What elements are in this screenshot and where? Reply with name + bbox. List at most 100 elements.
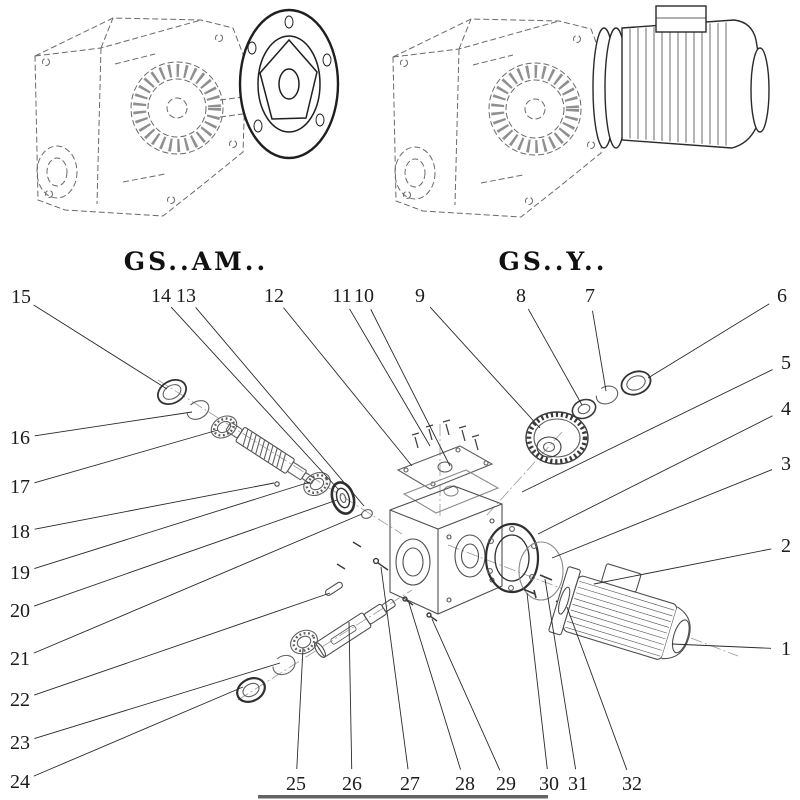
part-number-3: 3 <box>781 453 791 475</box>
motor-top-drawing <box>592 5 770 149</box>
o-ring <box>361 509 373 519</box>
part-number-24: 24 <box>10 771 30 793</box>
output-seal-ring <box>236 677 266 703</box>
output-circlip <box>272 654 296 676</box>
leader-line-7 <box>592 310 607 392</box>
gearbox-housing <box>389 485 503 615</box>
gear-washer <box>571 398 597 420</box>
small-screws <box>336 541 438 622</box>
part-number-27: 27 <box>400 773 420 795</box>
part-number-12: 12 <box>264 285 284 307</box>
leader-line-14 <box>170 306 339 490</box>
part-number-18: 18 <box>10 521 30 543</box>
part-number-7: 7 <box>585 285 595 307</box>
leader-line-6 <box>647 303 770 379</box>
leader-line-28 <box>408 602 461 770</box>
part-number-16: 16 <box>10 427 30 449</box>
part-number-8: 8 <box>516 285 526 307</box>
output-gear <box>525 411 589 465</box>
shim-disc <box>330 481 356 515</box>
part-number-26: 26 <box>342 773 362 795</box>
part-number-25: 25 <box>286 773 306 795</box>
leader-line-11 <box>349 308 431 447</box>
flange-adapter-drawing <box>238 8 340 160</box>
leader-line-10 <box>370 309 451 467</box>
part-number-14: 14 <box>151 285 171 307</box>
part-number-13: 13 <box>176 285 196 307</box>
leader-line-2 <box>593 548 772 585</box>
leader-line-24 <box>33 686 244 777</box>
terminal-box <box>655 5 707 33</box>
leader-line-4 <box>537 415 773 535</box>
part-number-11: 11 <box>332 285 351 307</box>
leader-line-22 <box>34 592 331 696</box>
part-number-15: 15 <box>11 286 31 308</box>
output-flange-ring <box>484 522 540 594</box>
fan-cover <box>750 47 770 133</box>
leader-line-18 <box>34 482 275 530</box>
motor-fins <box>629 22 727 146</box>
leader-line-17 <box>34 429 219 484</box>
leader-line-26 <box>348 621 353 770</box>
leader-line-9 <box>429 306 541 429</box>
variant-label-y: GS..Y.. <box>499 247 608 276</box>
motor-terminal-box <box>601 563 642 593</box>
output-shaft <box>313 598 396 658</box>
input-bearing-2 <box>303 471 331 497</box>
part-number-32: 32 <box>622 773 642 795</box>
flange-gasket <box>518 541 564 601</box>
leader-line-1 <box>671 643 772 649</box>
leader-line-31 <box>544 578 577 770</box>
part-number-9: 9 <box>415 285 425 307</box>
part-number-6: 6 <box>777 285 787 307</box>
leader-line-21 <box>33 513 363 654</box>
leader-line-5 <box>521 369 773 493</box>
part-number-19: 19 <box>10 562 30 584</box>
part-number-30: 30 <box>539 773 559 795</box>
leader-line-13 <box>195 307 365 507</box>
input-seal-ring <box>156 378 188 406</box>
part-number-10: 10 <box>354 285 374 307</box>
leader-line-29 <box>431 618 501 771</box>
part-number-5: 5 <box>781 352 791 374</box>
leader-line-25 <box>296 647 304 770</box>
leader-line-16 <box>34 411 193 437</box>
leader-line-23 <box>34 662 281 740</box>
top-cover-plate <box>396 445 494 490</box>
part-number-28: 28 <box>455 773 475 795</box>
output-bearing <box>290 629 318 655</box>
part-number-2: 2 <box>781 535 791 557</box>
input-circlip <box>186 400 210 420</box>
top-seal-ring <box>620 370 652 396</box>
exploded-view-drawing <box>156 370 739 703</box>
bottom-edge-mark <box>258 795 548 799</box>
variant-label-am: GS..AM.. <box>124 247 268 276</box>
cover-bolts <box>411 419 480 451</box>
leader-line-27 <box>380 566 409 770</box>
cover-gasket <box>402 469 500 514</box>
part-number-20: 20 <box>10 600 30 622</box>
variant-am-drawing <box>35 8 340 216</box>
leader-line-30 <box>526 592 548 770</box>
worm-shaft <box>225 422 315 485</box>
part-number-31: 31 <box>568 773 588 795</box>
variant-y-drawing <box>393 5 770 217</box>
leader-line-3 <box>551 469 773 559</box>
leader-line-20 <box>34 499 338 607</box>
part-number-1: 1 <box>781 638 791 660</box>
part-number-22: 22 <box>10 689 30 711</box>
motor-exploded-drawing <box>548 563 691 660</box>
part-number-4: 4 <box>781 398 791 420</box>
leader-line-19 <box>34 481 311 569</box>
leader-line-8 <box>527 308 583 406</box>
part-number-21: 21 <box>10 648 30 670</box>
small-pin <box>274 481 280 487</box>
part-number-17: 17 <box>10 476 30 498</box>
leader-line-32 <box>566 606 628 771</box>
part-number-29: 29 <box>496 773 516 795</box>
leader-line-12 <box>283 307 413 467</box>
gear-circlip <box>595 385 619 405</box>
part-number-23: 23 <box>10 732 30 754</box>
